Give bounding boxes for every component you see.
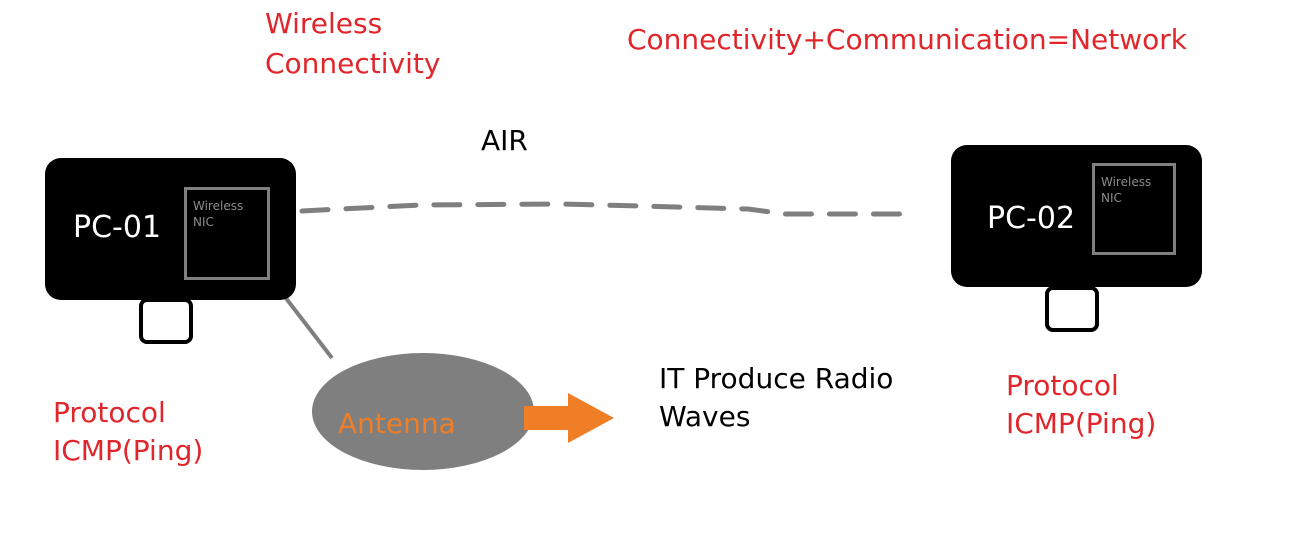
pc-02-wireless-nic: Wireless NIC bbox=[1092, 163, 1176, 255]
network-equation: Connectivity+Communication=Network bbox=[627, 23, 1187, 56]
pc-01-nic-label: Wireless NIC bbox=[193, 198, 243, 230]
antenna-ellipse bbox=[312, 353, 534, 470]
pc-02-stand bbox=[1045, 286, 1099, 332]
radio-wave-arrow-icon bbox=[524, 393, 614, 443]
pc-01-label: PC-01 bbox=[73, 210, 162, 245]
antenna-label: Antenna bbox=[338, 407, 456, 440]
pc-02-label: PC-02 bbox=[987, 201, 1076, 236]
protocol-right: Protocol ICMP(Ping) bbox=[1006, 367, 1156, 443]
medium-label: AIR bbox=[481, 124, 528, 157]
pc-02-nic-label-line-2: NIC bbox=[1101, 191, 1122, 205]
pc-02: PC-02 Wireless NIC bbox=[951, 145, 1202, 287]
pc-02-nic-label-line-1: Wireless bbox=[1101, 175, 1152, 189]
radio-waves-line-1: IT Produce Radio bbox=[659, 362, 894, 395]
pc-02-nic-label: Wireless NIC bbox=[1101, 174, 1151, 206]
title-line-1: Wireless bbox=[265, 7, 383, 40]
protocol-left-line-1: Protocol bbox=[53, 396, 166, 429]
pc-01-wireless-nic: Wireless NIC bbox=[184, 187, 270, 280]
pc-01-stand bbox=[139, 298, 193, 344]
protocol-right-line-2: ICMP(Ping) bbox=[1006, 407, 1157, 440]
protocol-left: Protocol ICMP(Ping) bbox=[53, 394, 203, 470]
pc-01-nic-label-line-1: Wireless bbox=[193, 199, 244, 213]
diagram-title: Wireless Connectivity bbox=[265, 4, 440, 84]
radio-waves-note: IT Produce Radio Waves bbox=[659, 360, 893, 436]
title-line-2: Connectivity bbox=[265, 47, 441, 80]
radio-waves-line-2: Waves bbox=[659, 400, 751, 433]
pc-01-nic-label-line-2: NIC bbox=[193, 215, 214, 229]
protocol-left-line-2: ICMP(Ping) bbox=[53, 434, 204, 467]
pc-01: PC-01 Wireless NIC bbox=[45, 158, 296, 300]
wireless-link-dashed-line bbox=[299, 201, 918, 217]
protocol-right-line-1: Protocol bbox=[1006, 369, 1119, 402]
